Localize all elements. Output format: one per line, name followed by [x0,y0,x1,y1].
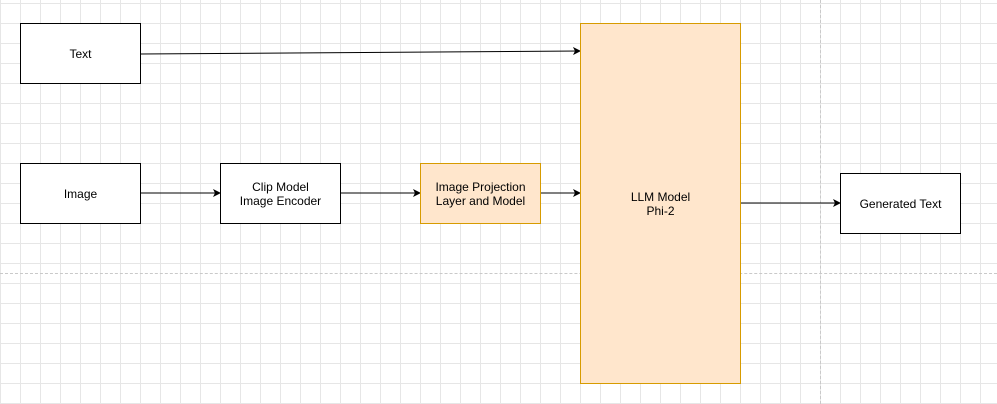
image-input-label: Image [63,186,98,201]
llm-model-label: LLM Model Phi-2 [630,189,691,218]
generated-text-node[interactable]: Generated Text [840,173,961,234]
page-break-vertical [820,0,821,404]
image-projection-node[interactable]: Image Projection Layer and Model [420,163,541,224]
generated-text-label: Generated Text [859,196,942,211]
clip-encoder-label: Clip Model Image Encoder [239,179,322,208]
image-projection-label: Image Projection Layer and Model [435,179,526,208]
text-input-label: Text [69,46,92,61]
edge-text-to-llm[interactable] [139,47,581,56]
text-input-node[interactable]: Text [20,23,141,84]
image-input-node[interactable]: Image [20,163,141,224]
page-break-horizontal [0,273,997,274]
llm-model-node[interactable]: LLM Model Phi-2 [580,23,741,384]
clip-encoder-node[interactable]: Clip Model Image Encoder [220,163,341,224]
